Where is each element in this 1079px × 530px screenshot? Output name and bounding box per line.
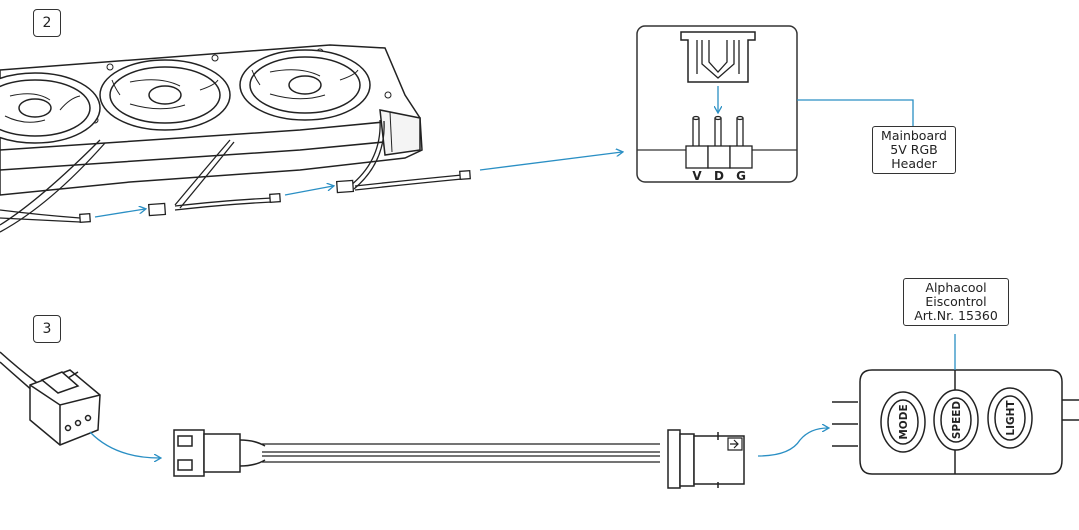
button-mode: MODE	[898, 404, 910, 439]
button-light: LIGHT	[1005, 400, 1017, 436]
header-label-line3: Header	[891, 156, 937, 171]
controller-label-line2: Eiscontrol	[925, 294, 987, 309]
controller-label-line1: Alphacool	[925, 280, 987, 295]
button-speed: SPEED	[951, 401, 963, 440]
controller-label: Alphacool Eiscontrol Art.Nr. 15360	[903, 278, 1009, 326]
fan-left	[0, 72, 101, 144]
pin-label-d: D	[714, 169, 724, 183]
step-2-badge: 2	[33, 9, 61, 37]
arrow-to-adapter	[89, 431, 160, 458]
fan-middle	[99, 59, 231, 131]
connection-arrows-step2	[94, 152, 622, 218]
header-detail: V D G	[636, 25, 798, 183]
controller-label-line3: Art.Nr. 15360	[914, 308, 998, 323]
header-label-line1: Mainboard	[881, 128, 947, 143]
header-leader-line	[797, 99, 914, 126]
fan-right	[239, 49, 371, 121]
step-3-badge: 3	[33, 315, 61, 343]
adapter-cable	[173, 429, 745, 489]
fan-cables	[0, 119, 463, 233]
radiator-with-fans	[0, 44, 423, 196]
eiscontrol-unit	[832, 369, 1079, 475]
cable-connectors	[79, 169, 471, 224]
pin-label-g: G	[736, 169, 746, 183]
arrow-to-controller	[757, 428, 828, 457]
header-label: Mainboard 5V RGB Header	[872, 126, 956, 174]
pin-label-v: V	[692, 169, 702, 183]
fan-plug-left	[0, 351, 101, 446]
header-label-line2: 5V RGB	[890, 142, 938, 157]
